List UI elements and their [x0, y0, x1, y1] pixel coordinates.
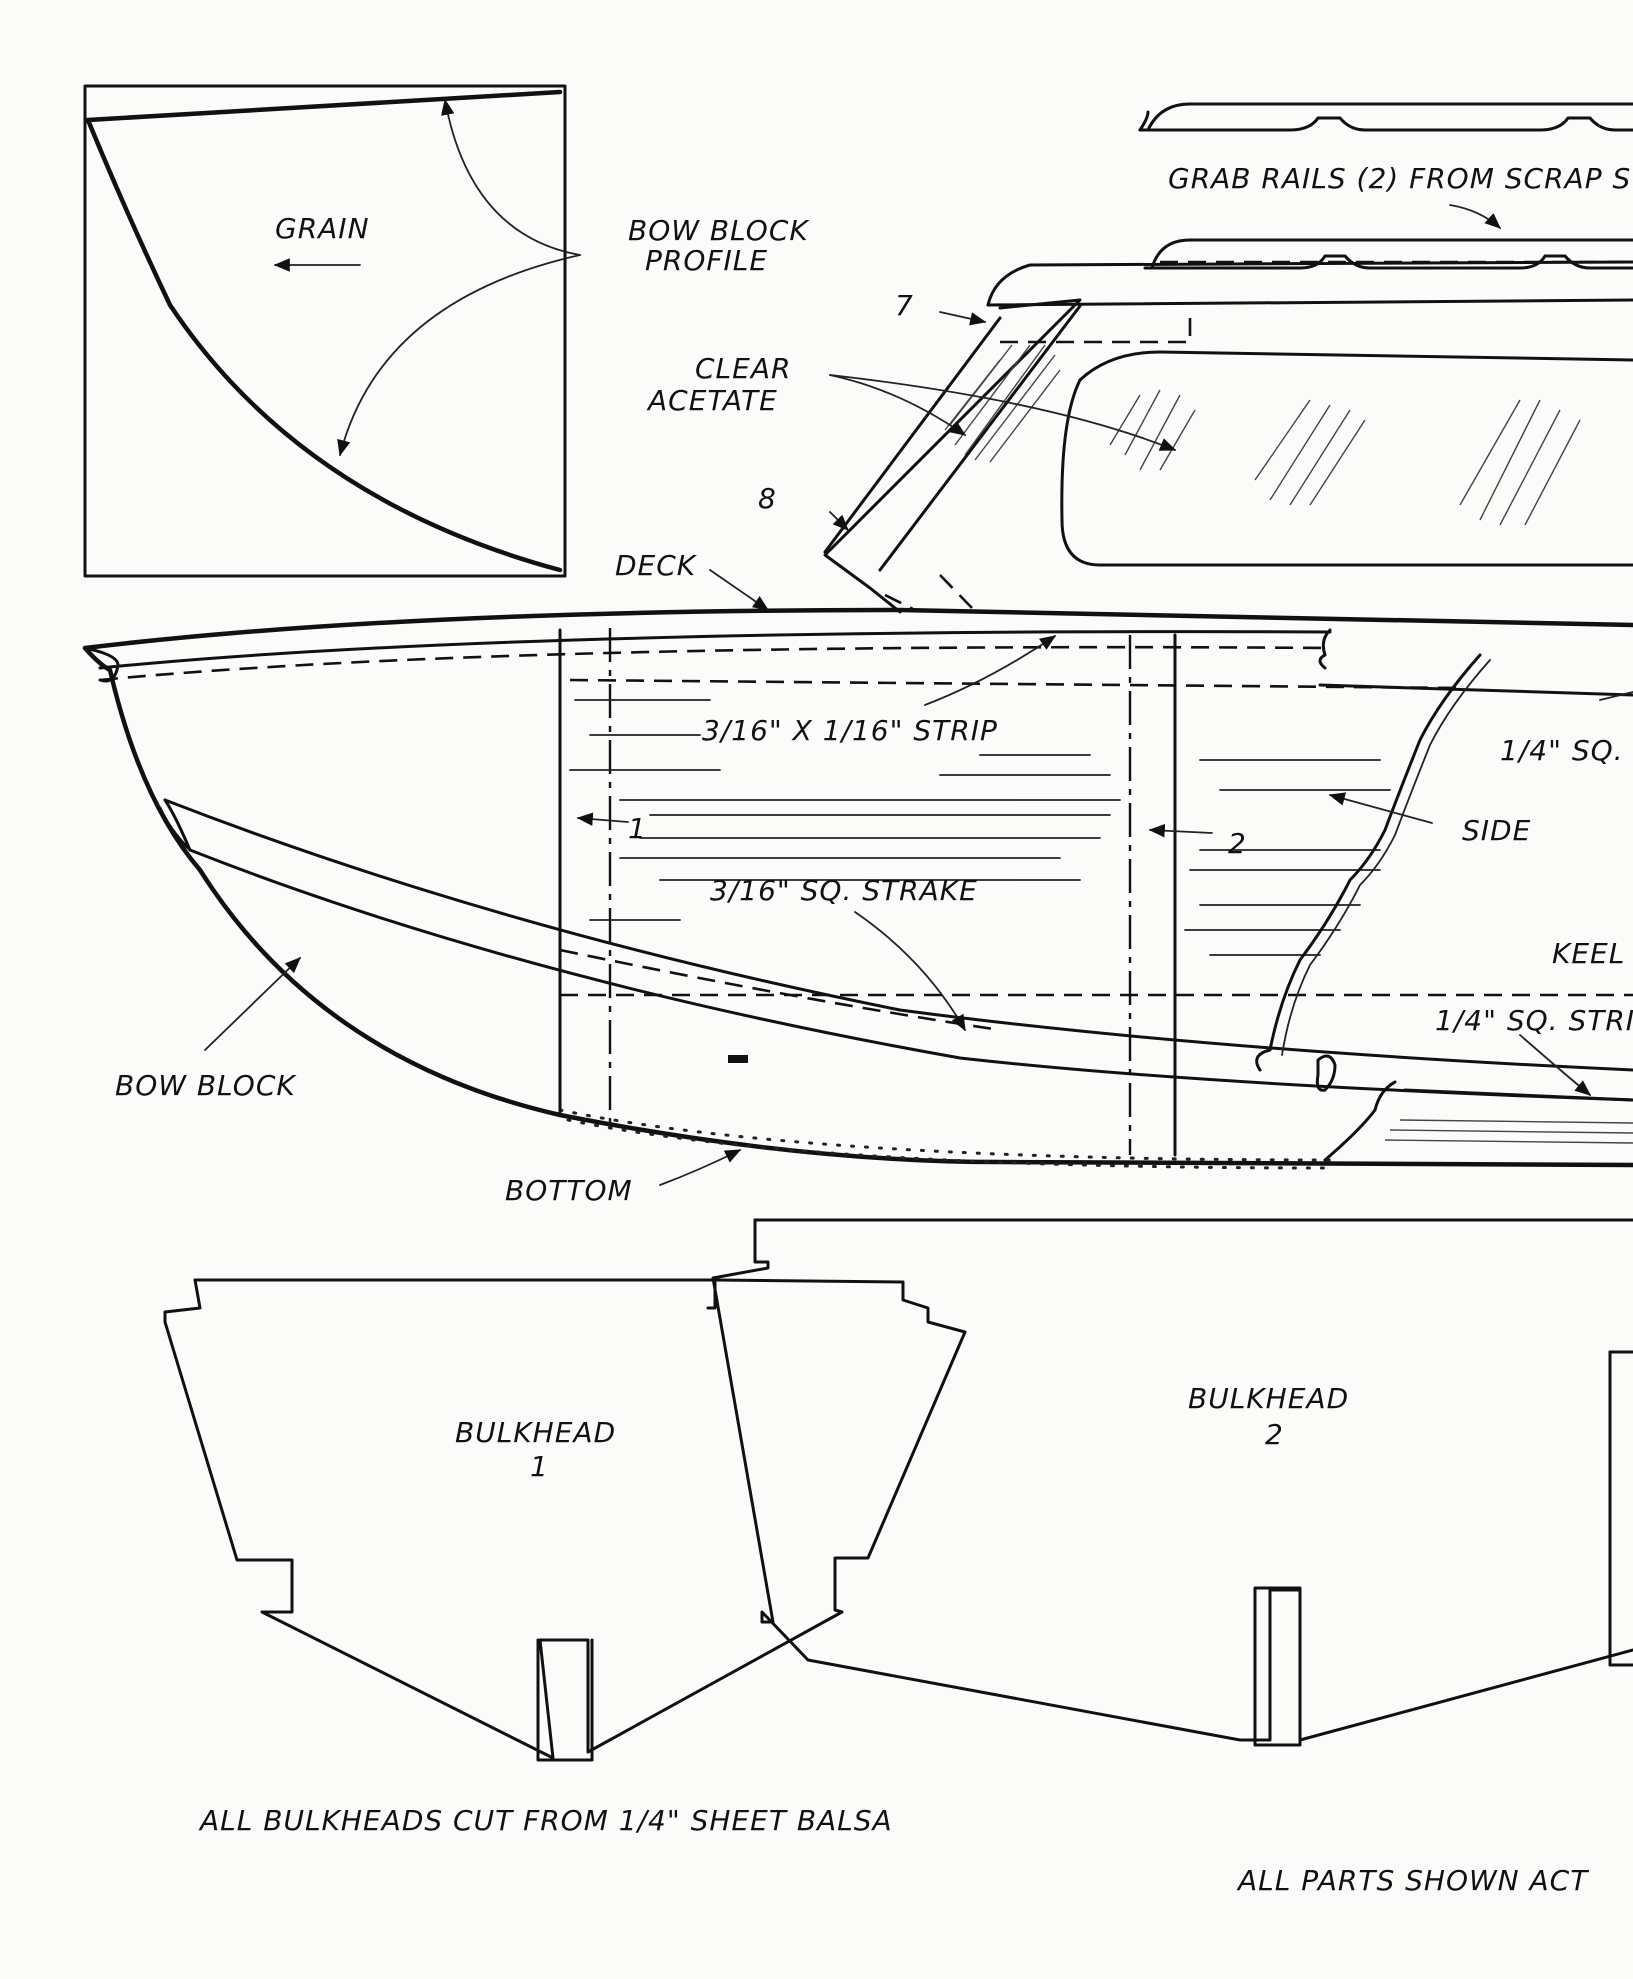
cutaway-edge	[1255, 653, 1482, 1072]
profile-leader-bottom	[337, 254, 581, 457]
label-all-bulkheads: ALL BULKHEADS CUT FROM 1/4" SHEET BALSA	[198, 1804, 893, 1837]
label-bulkhead1-1: BULKHEAD	[455, 1416, 616, 1449]
profile-frame	[83, 84, 567, 578]
label-bow-block-profile-2: PROFILE	[645, 244, 768, 277]
label-bulkhead1-2: 1	[530, 1450, 549, 1483]
label-bow-block-profile-1: BOW BLOCK	[628, 214, 810, 247]
chine-line	[163, 798, 1633, 1072]
small-mark	[728, 1055, 748, 1063]
profile-curve	[85, 117, 563, 573]
label-bulkhead2-2: 2	[1265, 1418, 1284, 1451]
leader-bow-block	[204, 957, 301, 1051]
stringer-hatching	[1384, 1119, 1633, 1144]
leader-marker-1	[576, 812, 629, 826]
cabin-window	[1078, 350, 1633, 382]
leader-stringer	[1519, 1034, 1592, 1096]
windscreen-hatching	[944, 344, 1061, 463]
profile-leader-top	[441, 98, 581, 256]
leader-side	[1328, 792, 1433, 824]
bow-curve	[82, 645, 203, 873]
cabin	[823, 260, 1633, 614]
label-bow-block: BOW BLOCK	[115, 1069, 297, 1102]
label-strip: 3/16" X 1/16" STRIP	[702, 714, 998, 747]
leader-sq-st	[1599, 691, 1633, 701]
label-deck: DECK	[615, 549, 698, 582]
label-bulkhead-marker-1: 1	[628, 812, 647, 845]
leader-acetate-2	[829, 374, 1177, 451]
leader-bottom	[659, 1149, 742, 1186]
leader-strip	[924, 635, 1057, 706]
side-planking	[569, 699, 1391, 956]
label-all-parts: ALL PARTS SHOWN ACT	[1236, 1864, 1589, 1897]
label-bulkhead-marker-2: 2	[1228, 827, 1247, 860]
label-clear-acetate-2: ACETATE	[646, 384, 778, 417]
bulkhead-1-shape	[163, 1278, 967, 1762]
label-stringer: 1/4" SQ. STRIN	[1435, 1004, 1633, 1037]
label-grab-rails: GRAB RAILS (2) FROM SCRAP S	[1168, 162, 1631, 195]
label-bottom: BOTTOM	[505, 1174, 633, 1207]
bow-block-profile-panel	[83, 84, 581, 578]
label-sq-st: 1/4" SQ. ST	[1500, 734, 1633, 767]
leader-8	[829, 511, 849, 531]
profile-top-edge	[85, 89, 563, 123]
leader-strake	[854, 911, 966, 1032]
window-hatching	[1109, 389, 1581, 526]
label-clear-acetate-1: CLEAR	[695, 352, 791, 385]
label-grain: GRAIN	[275, 212, 370, 245]
leader-7	[939, 311, 987, 326]
leader-marker-2	[1148, 823, 1213, 838]
windscreen-frame	[823, 298, 1082, 614]
label-part-7: 7	[895, 289, 914, 322]
label-side: SIDE	[1462, 814, 1531, 847]
bulkhead-2-shape	[711, 1218, 1633, 1747]
label-strake: 3/16" SQ. STRAKE	[710, 874, 978, 907]
label-bulkhead2-1: BULKHEAD	[1188, 1382, 1349, 1415]
hull	[82, 569, 1633, 1186]
deck-line	[82, 607, 1633, 651]
label-part-8: 8	[758, 482, 777, 515]
leader-acetate-1	[829, 374, 967, 436]
label-keel: KEEL	[1552, 937, 1625, 970]
leader-deck	[709, 569, 770, 611]
cabin-roof	[986, 260, 1633, 307]
